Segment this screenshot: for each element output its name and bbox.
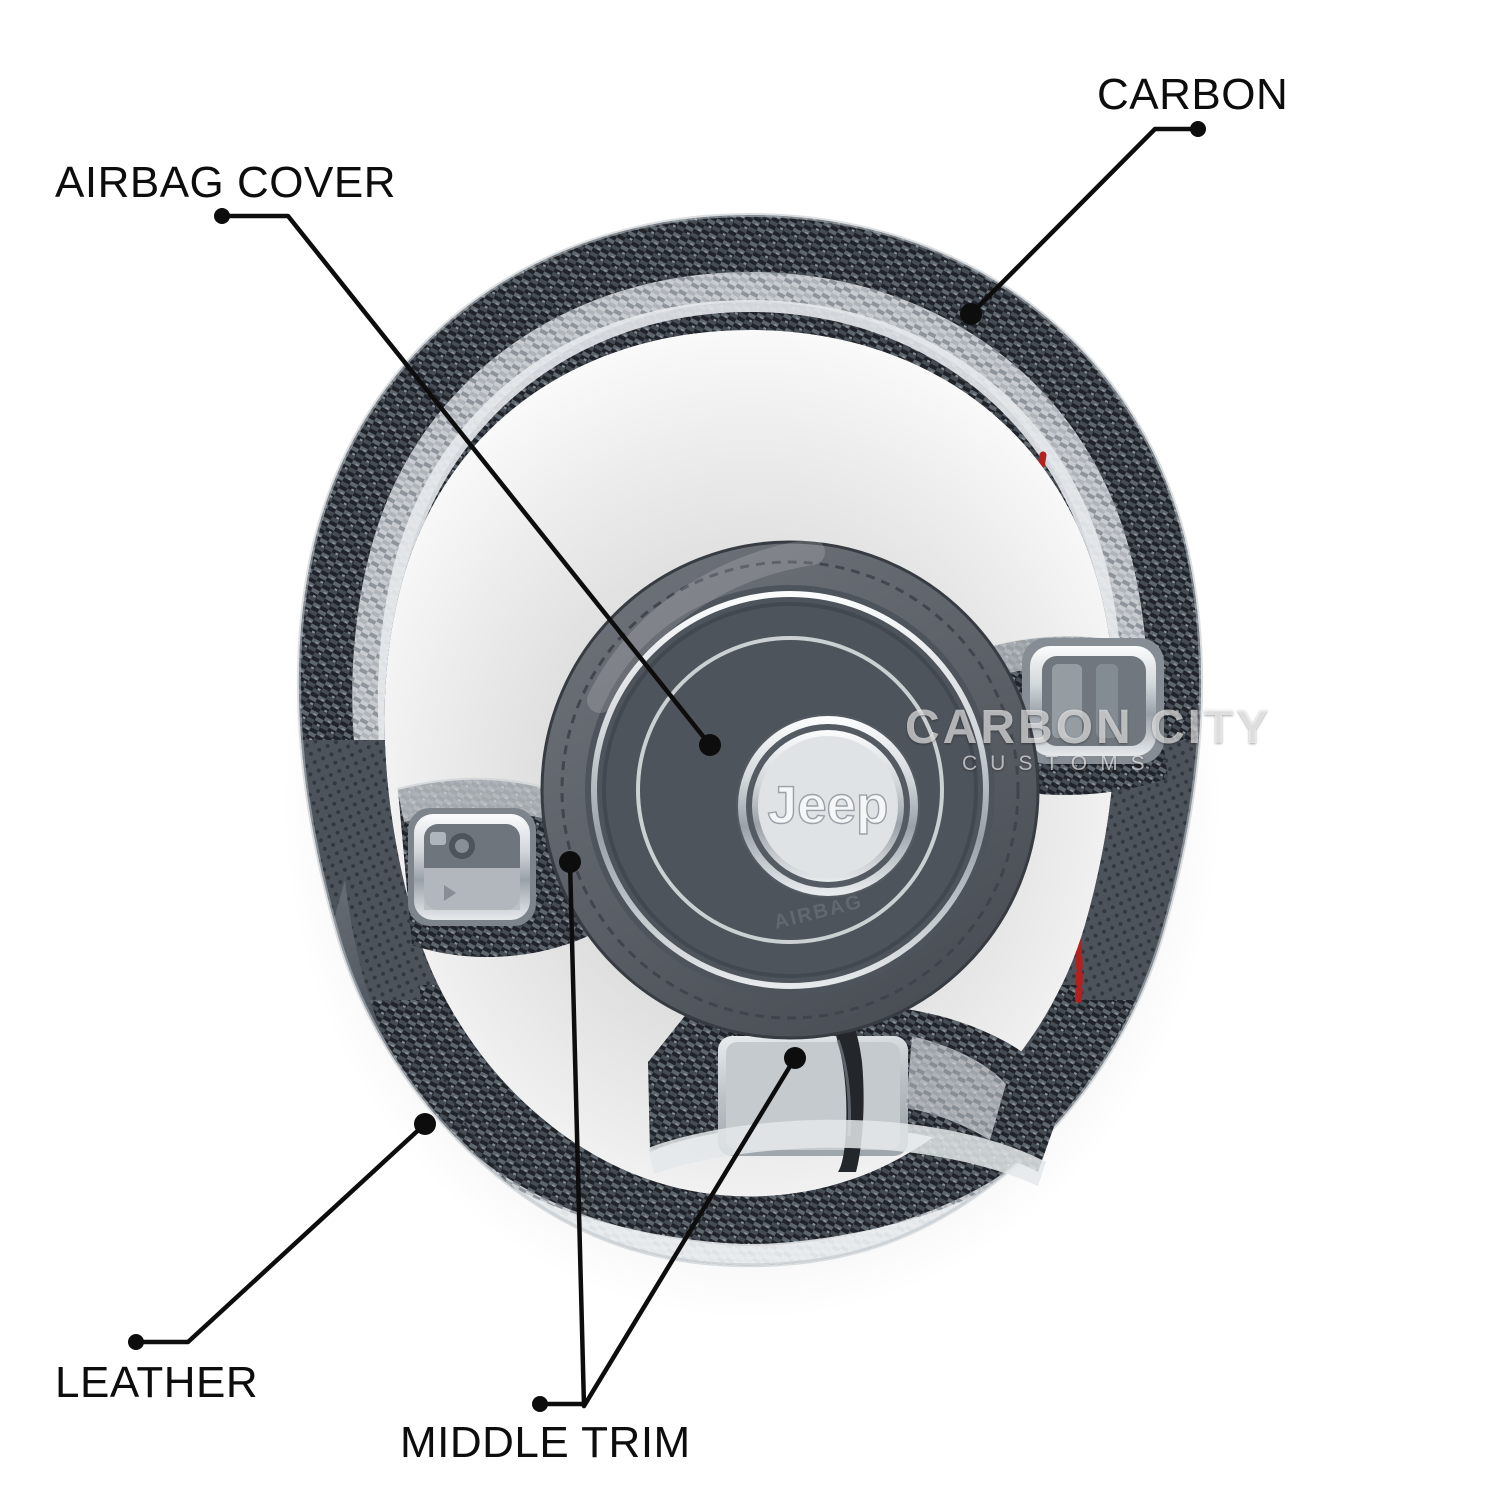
annotation-label-leather: LEATHER	[55, 1358, 259, 1407]
annotation-label-middle-trim: MIDDLE TRIM	[400, 1418, 691, 1467]
annotation-label-airbag-cover: AIRBAG COVER	[55, 158, 396, 207]
annotation-label-carbon: CARBON	[1097, 70, 1289, 119]
jeep-badge-text: Jeep	[768, 776, 889, 835]
airbag-cover: Jeep AIRBAG	[540, 539, 1040, 1040]
left-spoke	[397, 777, 600, 957]
